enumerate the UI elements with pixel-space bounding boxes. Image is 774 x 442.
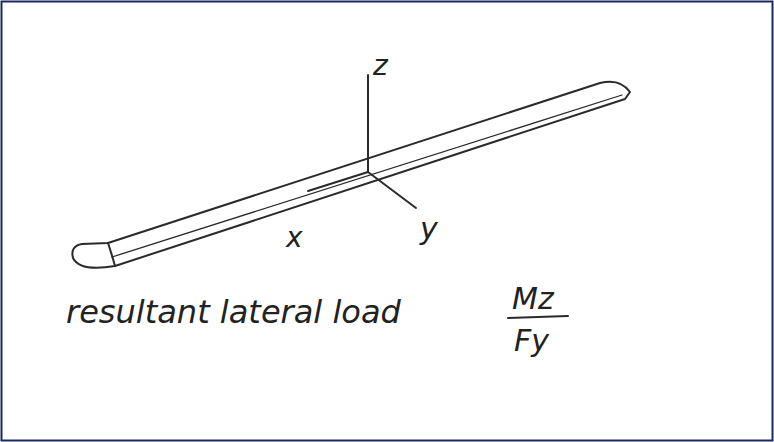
axis-label: x	[286, 224, 303, 252]
x-axis	[308, 172, 368, 191]
axis-label: y	[420, 214, 438, 244]
blade-tip-edge	[108, 243, 115, 266]
load-caption: resultant lateral load	[66, 296, 401, 328]
moment-label: Mz	[512, 284, 554, 314]
fraction-bar	[508, 316, 568, 318]
z-axis	[367, 75, 369, 172]
y-axis	[368, 172, 416, 208]
blade-outline	[72, 82, 630, 268]
force-label: Fy	[514, 326, 549, 356]
axis-label: z	[373, 52, 388, 80]
